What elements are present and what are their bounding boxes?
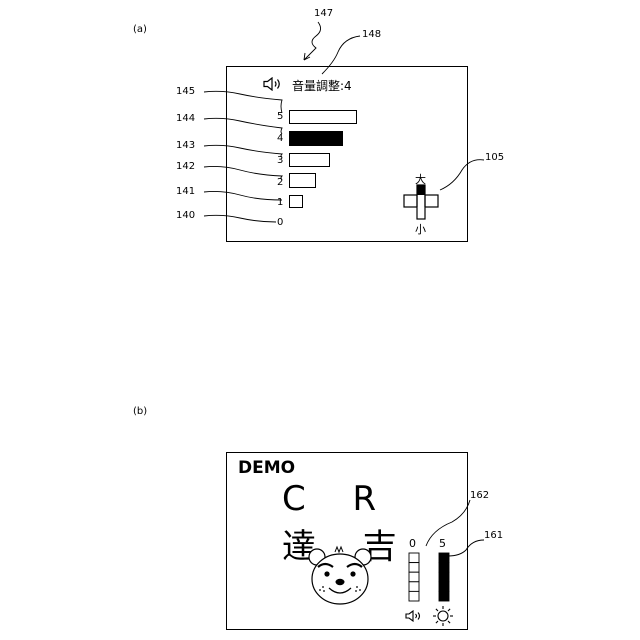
level-bar-4[interactable] [289, 131, 343, 146]
bear-face-icon [307, 543, 373, 607]
volume-control-icon[interactable] [403, 184, 443, 220]
level-label-2: 2 [277, 177, 283, 188]
sun-icon [432, 605, 454, 627]
brightness-gauge-segment [439, 553, 449, 563]
demo-screen: DEMO C R 達 吉 0 5 [226, 452, 468, 630]
brightness-gauge-segment [439, 572, 449, 582]
brightness-gauge-value: 5 [439, 537, 446, 550]
ref-105: 105 [485, 152, 504, 163]
level-label-3: 3 [277, 155, 283, 166]
figure-b-label: (b) [133, 406, 147, 417]
volume-setting-screen: 音量調整:4 5 4 3 2 1 0 大 小 [226, 66, 468, 242]
volume-gauge-segment [409, 572, 419, 582]
ref-148: 148 [362, 29, 381, 40]
speaker-icon [405, 610, 423, 622]
speaker-icon [263, 77, 283, 91]
level-bar-2[interactable] [289, 173, 316, 188]
brightness-gauge-segment [439, 563, 449, 573]
volume-gauge-value: 0 [409, 537, 416, 550]
level-bar-1[interactable] [289, 195, 303, 208]
volume-gauge-segment [409, 582, 419, 592]
volume-gauge-segment [409, 563, 419, 573]
level-label-4: 4 [277, 133, 283, 144]
brightness-gauge-segment [439, 591, 449, 601]
volume-gauge [408, 552, 420, 602]
ref-162: 162 [470, 490, 489, 501]
volume-gauge-segment [409, 553, 419, 563]
level-bar-3[interactable] [289, 153, 330, 167]
level-bar-5[interactable] [289, 110, 357, 124]
ref-143: 143 [176, 140, 195, 151]
level-label-5: 5 [277, 111, 283, 122]
brightness-gauge [438, 552, 450, 602]
level-label-0: 0 [277, 217, 283, 228]
ref-140: 140 [176, 210, 195, 221]
level-label-1: 1 [277, 197, 283, 208]
demo-text: DEMO [238, 458, 295, 478]
ref-147: 147 [314, 8, 333, 19]
volume-down-label: 小 [415, 221, 426, 237]
ref-145: 145 [176, 86, 195, 97]
volume-adjust-title: 音量調整:4 [292, 77, 352, 94]
ref-161: 161 [484, 530, 503, 541]
ref-142: 142 [176, 161, 195, 172]
volume-gauge-segment [409, 591, 419, 601]
ref-144: 144 [176, 113, 195, 124]
figure-a-label: (a) [133, 24, 147, 35]
brightness-gauge-segment [439, 582, 449, 592]
ref-141: 141 [176, 186, 195, 197]
